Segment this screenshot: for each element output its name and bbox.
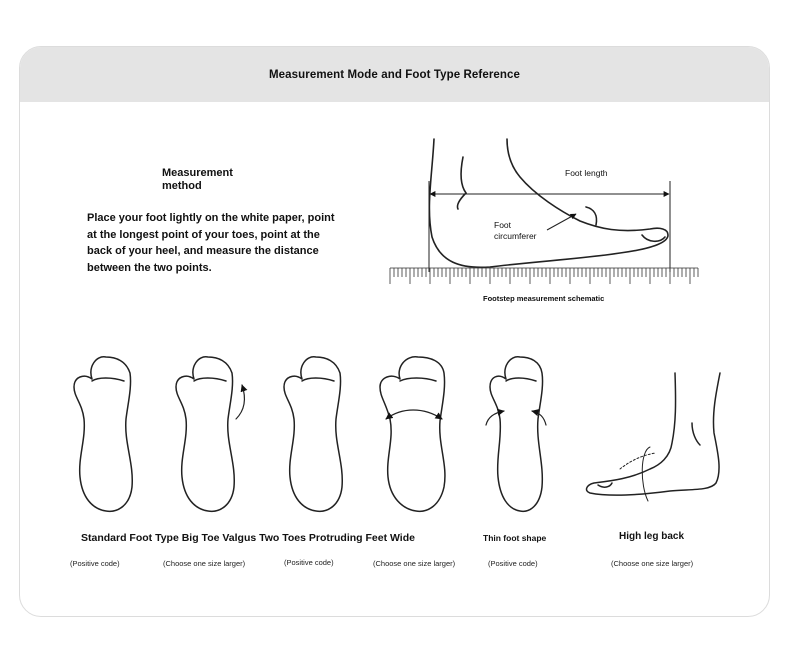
code-two-toes: (Positive code) xyxy=(284,558,334,567)
feet-wide-icon xyxy=(379,356,446,513)
foot-circumference-label-2: circumferer xyxy=(494,231,537,241)
code-big-toe-valgus: (Choose one size larger) xyxy=(163,559,246,568)
schematic-caption: Footstep measurement schematic xyxy=(483,294,604,303)
reference-card: Measurement Mode and Foot Type Reference… xyxy=(19,46,770,617)
circumference-arrow xyxy=(546,213,577,231)
thin-foot-label: Thin foot shape xyxy=(483,533,547,543)
ruler xyxy=(389,267,699,284)
illustrations: Foot length Foot circumferer Footstep me… xyxy=(73,138,721,513)
foot-circumference-label-1: Foot xyxy=(494,220,512,230)
foot-side-view-illustration xyxy=(428,138,669,269)
code-standard: (Positive code) xyxy=(70,559,120,568)
code-feet-wide: (Choose one size larger) xyxy=(373,559,456,568)
two-toes-protruding-icon xyxy=(283,356,344,513)
foot-types-combined-label: Standard Foot Type Big Toe Valgus Two To… xyxy=(81,532,415,544)
thin-foot-icon xyxy=(485,356,547,513)
high-leg-back-icon xyxy=(585,372,721,502)
standard-foot-icon xyxy=(73,356,134,513)
code-high-leg-back: (Choose one size larger) xyxy=(611,559,694,568)
method-title: Measurement method xyxy=(162,167,233,192)
foot-length-dimension xyxy=(428,181,671,272)
high-leg-back-label: High leg back xyxy=(619,531,685,542)
header-bar: Measurement Mode and Foot Type Reference xyxy=(20,47,769,102)
header-title: Measurement Mode and Foot Type Reference xyxy=(268,68,521,81)
big-toe-valgus-icon xyxy=(175,356,248,513)
method-instructions: Place your foot lightly on the white pap… xyxy=(87,212,335,274)
code-thin-foot: (Positive code) xyxy=(488,559,538,568)
foot-length-label: Foot length xyxy=(565,168,608,178)
